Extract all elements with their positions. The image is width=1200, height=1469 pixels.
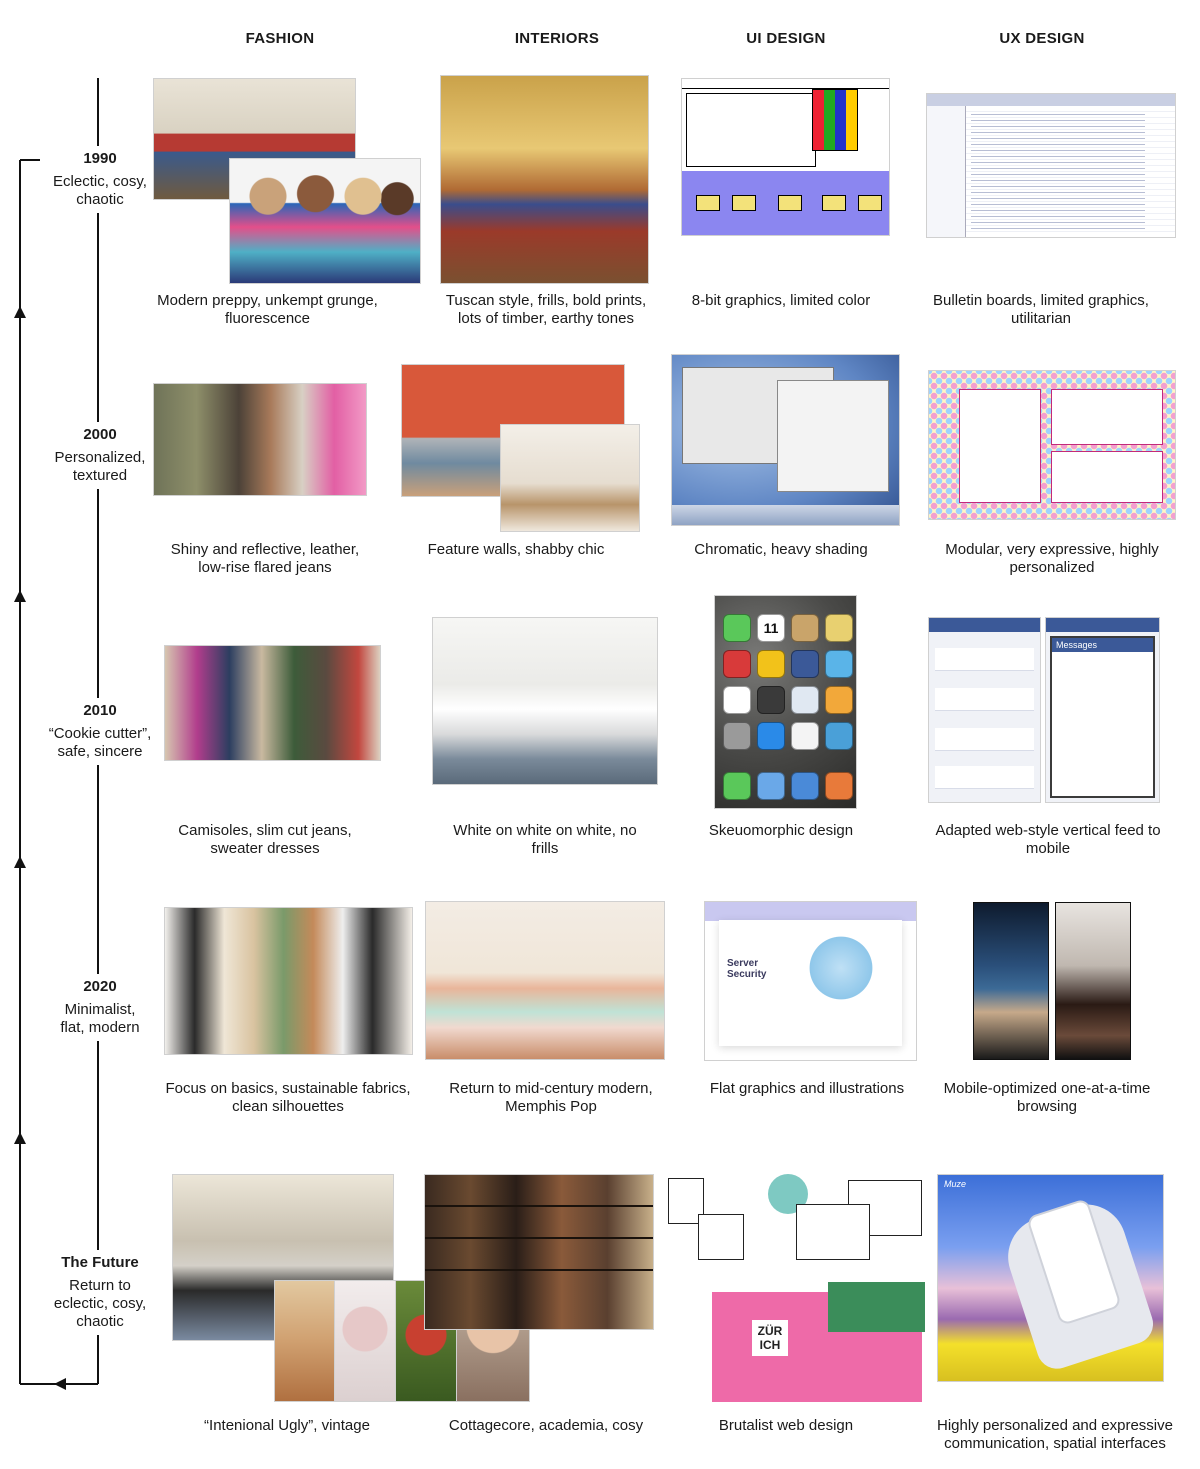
ux-2000-screenshot — [928, 370, 1176, 520]
era-description: “Cookie cutter”, safe, sincere — [48, 725, 152, 760]
caption-fashion-1990: Modern preppy, unkempt grunge, fluoresce… — [157, 292, 378, 327]
era-description: Eclectic, cosy, chaotic — [53, 173, 147, 208]
era-year: 2020 — [83, 978, 117, 995]
caption-fashion-2000: Shiny and reflective, leather, low-rise … — [170, 541, 360, 576]
interiors-2020-image — [425, 901, 665, 1060]
fashion-future-image — [334, 1280, 396, 1402]
era-2000: 2000 Personalized, textured — [40, 422, 160, 489]
interiors-future-image — [424, 1174, 654, 1330]
era-year: The Future — [61, 1254, 139, 1271]
interiors-1990-image — [440, 75, 649, 284]
era-description: Personalized, textured — [54, 449, 146, 484]
ui-1990-screenshot — [681, 78, 890, 236]
calendar-icon: 11 — [757, 614, 785, 642]
ux-2020-screenshot — [973, 902, 1131, 1060]
caption-fashion-2010: Camisoles, slim cut jeans, sweater dress… — [178, 822, 352, 857]
column-header-ux-design: UX DESIGN — [999, 30, 1085, 47]
arrow-up-icon — [14, 856, 26, 868]
era-2010: 2010 “Cookie cutter”, safe, sincere — [40, 698, 160, 765]
fashion-future-image — [274, 1280, 336, 1402]
arrow-left-icon — [54, 1378, 66, 1390]
column-header-interiors: INTERIORS — [514, 30, 600, 47]
caption-ui-2010: Skeuomorphic design — [708, 822, 854, 839]
interiors-2010-image — [432, 617, 658, 785]
era-year: 2010 — [83, 702, 117, 719]
messages-title: Messages — [1052, 638, 1153, 652]
caption-ux-2000: Modular, very expressive, highly persona… — [945, 541, 1159, 576]
era-year: 2000 — [83, 426, 117, 443]
caption-ux-1990: Bulletin boards, limited graphics, utili… — [933, 292, 1149, 327]
caption-ui-2000: Chromatic, heavy shading — [694, 541, 868, 558]
column-header-fashion: FASHION — [245, 30, 315, 47]
caption-interiors-1990: Tuscan style, frills, bold prints, lots … — [445, 292, 647, 327]
ux-2010-screenshot: Messages — [1045, 617, 1160, 803]
caption-interiors-future: Cottagecore, academia, cosy — [448, 1417, 644, 1434]
fashion-2010-image — [164, 645, 381, 761]
column-header-ui-design: UI DESIGN — [746, 30, 826, 47]
arrow-up-icon — [14, 590, 26, 602]
caption-fashion-2020: Focus on basics, sustainable fabrics, cl… — [165, 1080, 411, 1115]
ux-future-screenshot: Muze — [937, 1174, 1164, 1382]
caption-ux-2020: Mobile-optimized one-at-a-time browsing — [943, 1080, 1151, 1115]
caption-ui-1990: 8-bit graphics, limited color — [691, 292, 871, 309]
fashion-2020-image — [164, 907, 413, 1055]
caption-interiors-2000: Feature walls, shabby chic — [427, 541, 605, 558]
era-2020: 2020 Minimalist, flat, modern — [40, 974, 160, 1041]
era-1990: 1990 Eclectic, cosy, chaotic — [40, 146, 160, 213]
caption-ui-2020: Flat graphics and illustrations — [709, 1080, 905, 1097]
muze-logo: Muze — [944, 1179, 967, 1189]
ui-2010-screenshot: 11 — [714, 595, 857, 809]
fashion-1990-image — [229, 158, 421, 284]
interiors-2000-image — [500, 424, 640, 532]
era-future: The Future Return to eclectic, cosy, cha… — [40, 1250, 160, 1335]
fashion-2000-image — [153, 383, 367, 496]
ui-2020-screenshot: Server Security — [704, 901, 917, 1061]
ui-2000-screenshot — [671, 354, 900, 526]
caption-ux-2010: Adapted web-style vertical feed to mobil… — [935, 822, 1161, 857]
ux-2010-screenshot — [928, 617, 1041, 803]
caption-fashion-future: “Intenional Ugly”, vintage — [204, 1417, 370, 1434]
ux-1990-screenshot — [926, 93, 1176, 238]
caption-interiors-2010: White on white on white, no frills — [453, 822, 637, 857]
caption-interiors-2020: Return to mid-century modern, Memphis Po… — [449, 1080, 653, 1115]
caption-ui-future: Brutalist web design — [718, 1417, 854, 1434]
tote-bag-label: ZÜR ICH — [752, 1320, 788, 1356]
era-year: 1990 — [83, 150, 117, 167]
caption-ux-future: Highly personalized and expressive commu… — [937, 1417, 1173, 1452]
era-description: Return to eclectic, cosy, chaotic — [53, 1277, 147, 1330]
illustration-heading: Server Security — [727, 958, 767, 980]
era-description: Minimalist, flat, modern — [60, 1001, 140, 1036]
arrow-up-icon — [14, 1132, 26, 1144]
ui-future-screenshot: ZÜR ICH — [668, 1174, 925, 1402]
arrow-up-icon — [14, 306, 26, 318]
